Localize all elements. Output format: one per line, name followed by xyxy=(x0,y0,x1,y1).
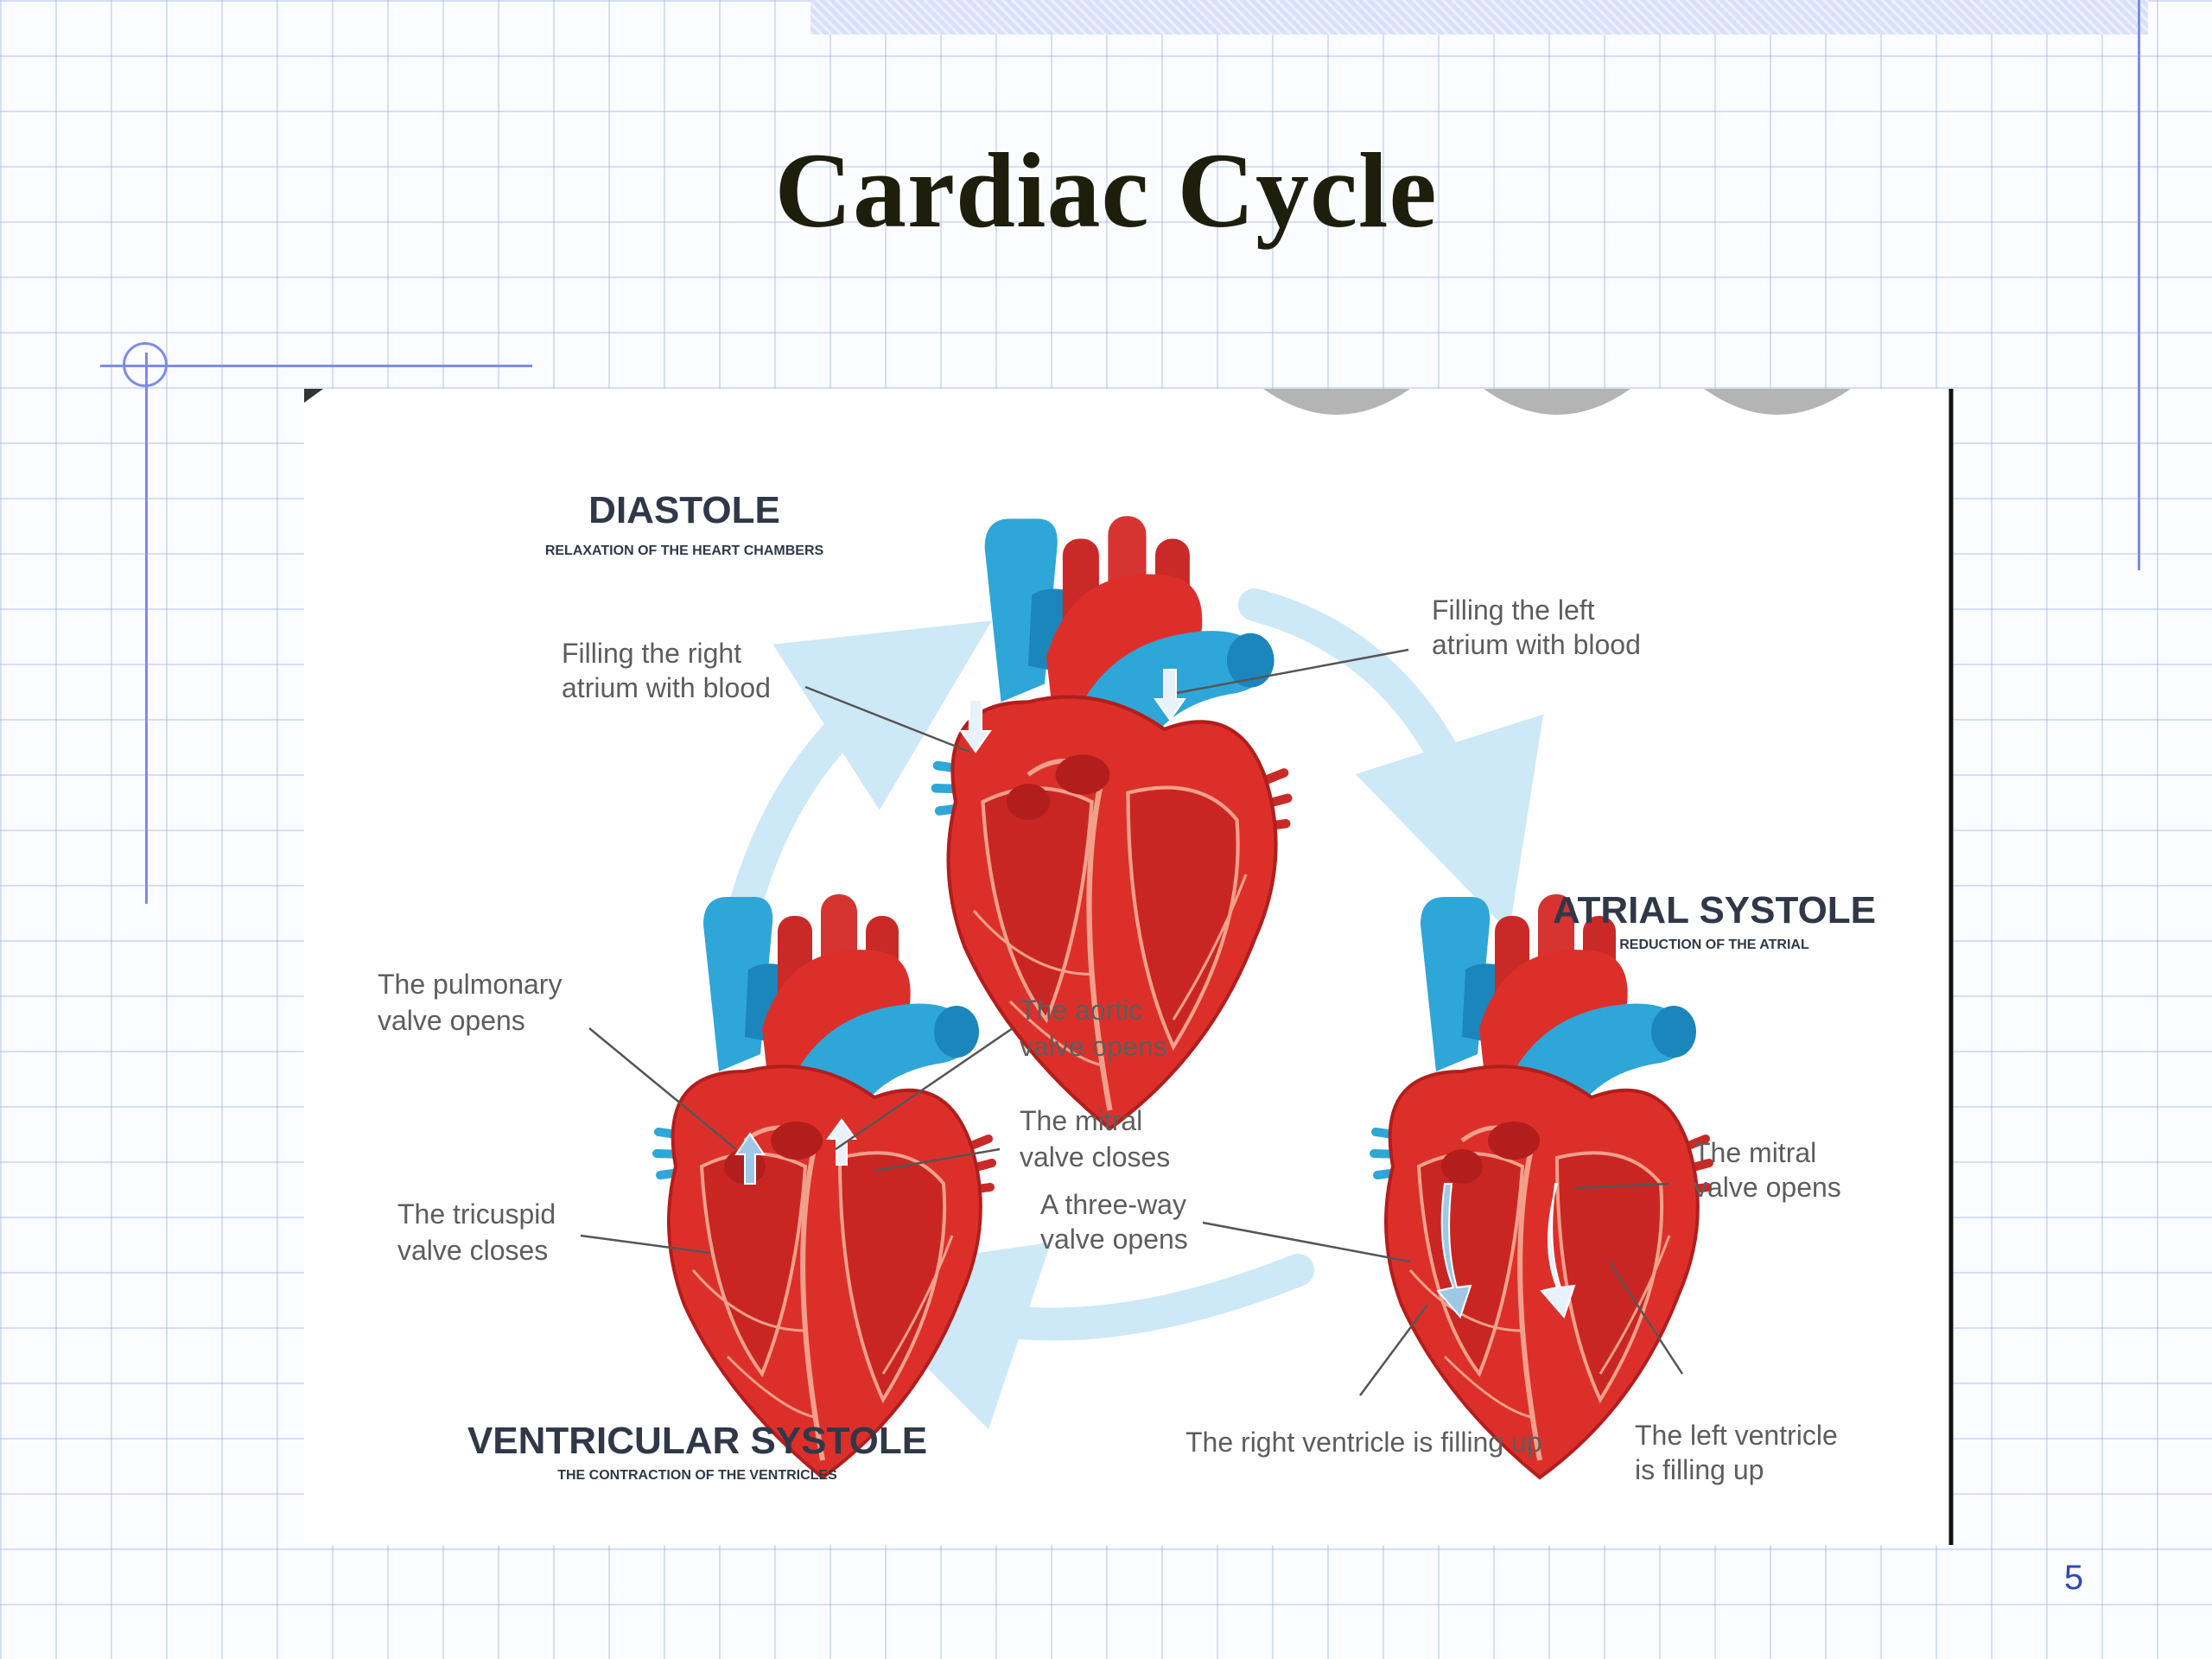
label-mitral-opens-l2: valve opens xyxy=(1694,1172,1841,1203)
leader-pulmonary-valve xyxy=(588,1027,737,1150)
label-three-way-valve-l2: valve opens xyxy=(1040,1224,1188,1255)
cardiac-cycle-figure: DIASTOLE RELAXATION OF THE HEART CHAMBER… xyxy=(304,389,1955,1545)
label-tricuspid-valve-l1: The tricuspid xyxy=(397,1198,556,1230)
label-filling-right-atrium-l2: atrium with blood xyxy=(562,672,771,703)
phase-title-ventricular-systole: VENTRICULAR SYSTOLE xyxy=(467,1420,927,1462)
leader-filling-left-atrium xyxy=(1176,648,1409,695)
label-left-ventricle-l2: is filling up xyxy=(1635,1454,1764,1485)
label-tricuspid-valve-l2: valve closes xyxy=(397,1235,548,1266)
label-pulmonary-valve-l1: The pulmonary xyxy=(378,969,562,1000)
slide-title: Cardiac Cycle xyxy=(774,131,1438,250)
flow-arrows xyxy=(734,669,1576,1319)
label-mitral-opens-l1: The mitral xyxy=(1694,1137,1816,1168)
flow-arrow-right-atrium xyxy=(959,699,992,753)
phase-subtitle-ventricular-systole: THE CONTRACTION OF THE VENTRICLES xyxy=(557,1468,837,1483)
phase-subtitle-diastole: RELAXATION OF THE HEART CHAMBERS xyxy=(545,543,824,558)
label-right-ventricle: The right ventricle is filling up xyxy=(1185,1427,1542,1458)
label-filling-left-atrium-l1: Filling the left xyxy=(1432,594,1595,626)
flow-arrow-left-ventricle xyxy=(1540,1183,1576,1319)
label-three-way-valve-l1: A three-way xyxy=(1040,1189,1186,1220)
cycle-arrow-diastole-to-atrial xyxy=(1238,588,1544,932)
cycle-arrows xyxy=(728,588,1544,1430)
label-pulmonary-valve-l2: valve opens xyxy=(378,1005,525,1036)
left-accent-line xyxy=(145,353,148,904)
cardiac-cycle-diagram: DIASTOLE RELAXATION OF THE HEART CHAMBER… xyxy=(304,389,1954,1545)
phase-title-diastole: DIASTOLE xyxy=(588,489,780,531)
left-accent-circle xyxy=(123,342,168,387)
flow-arrow-pulmonary xyxy=(734,1132,766,1185)
leader-three-way-valve xyxy=(1202,1221,1411,1263)
partial-circle-1 xyxy=(1263,389,1410,415)
top-decorative-band xyxy=(810,0,2148,35)
leader-mitral-closes xyxy=(874,1147,1001,1173)
cycle-arrow-atrial-to-ventricular xyxy=(832,1242,1314,1430)
phase-title-atrial-systole: ATRIAL SYSTOLE xyxy=(1553,889,1876,931)
leader-left-ventricle xyxy=(1607,1261,1684,1375)
page-number: 5 xyxy=(2063,1559,2084,1597)
partial-circle-3 xyxy=(1704,389,1851,415)
leader-lines xyxy=(580,648,1684,1396)
phase-subtitle-atrial-systole: REDUCTION OF THE ATRIAL xyxy=(1619,938,1809,952)
figure-corner-mark xyxy=(304,389,323,403)
left-horizontal-accent-line xyxy=(100,365,532,367)
leader-filling-right-atrium xyxy=(804,685,970,753)
leader-right-ventricle xyxy=(1358,1304,1429,1396)
label-mitral-closes-l2: valve closes xyxy=(1020,1141,1170,1173)
label-aortic-valve-l1: The aortic xyxy=(1020,995,1142,1026)
flow-arrow-aortic xyxy=(826,1118,857,1166)
right-accent-line xyxy=(2138,0,2140,570)
flow-arrow-right-ventricle xyxy=(1436,1183,1472,1319)
cycle-arrow-ventricular-to-diastole xyxy=(728,620,992,924)
flow-arrow-left-atrium xyxy=(1154,669,1186,721)
label-filling-right-atrium-l1: Filling the right xyxy=(562,638,741,669)
leader-mitral-opens xyxy=(1573,1182,1670,1190)
partial-circle-2 xyxy=(1484,389,1630,415)
label-left-ventricle-l1: The left ventricle xyxy=(1635,1420,1838,1451)
leader-aortic-valve xyxy=(835,1027,1014,1151)
leader-tricuspid-valve xyxy=(580,1234,711,1255)
label-mitral-closes-l1: The mitral xyxy=(1020,1105,1142,1136)
label-filling-left-atrium-l2: atrium with blood xyxy=(1432,629,1641,660)
label-aortic-valve-l2: valve opens xyxy=(1020,1031,1167,1062)
